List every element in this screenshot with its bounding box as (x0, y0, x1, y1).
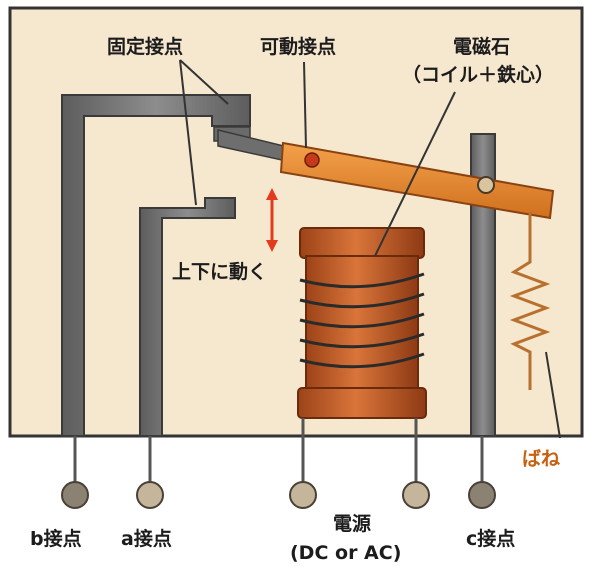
label-c-contact: c接点 (466, 528, 515, 550)
leader-lines (179, 59, 561, 439)
terminal-power-1 (289, 481, 317, 509)
label-movable-contact: 可動接点 (260, 36, 336, 58)
terminal-pins (73, 418, 484, 484)
label-a-contact: a接点 (121, 528, 172, 550)
spring-coil (509, 212, 551, 390)
terminal-c (468, 481, 496, 509)
armature-bar (279, 141, 555, 220)
terminal-b (61, 481, 89, 509)
terminal-power-2 (402, 481, 430, 509)
label-fixed-contact: 固定接点 (107, 35, 183, 58)
label-spring: ばね (522, 448, 560, 470)
label-up-down: 上下に動く (172, 261, 267, 283)
a-contact-frame (139, 197, 236, 437)
label-power-type: (DC or AC) (290, 542, 401, 564)
coil-top-cap (299, 227, 425, 259)
coil-body (305, 255, 419, 391)
coil-bottom-cap (297, 387, 427, 419)
label-b-contact: b接点 (30, 528, 82, 550)
label-power: 電源 (333, 512, 371, 535)
terminal-a (136, 481, 164, 509)
movable-contact-point (304, 152, 320, 168)
armature-pivot (477, 176, 495, 194)
b-contact-frame (61, 94, 251, 437)
label-electromagnet: 電磁石 (453, 35, 510, 58)
label-electromagnet-detail: （コイル＋鉄心） (402, 63, 554, 86)
coil-windings (299, 272, 425, 369)
